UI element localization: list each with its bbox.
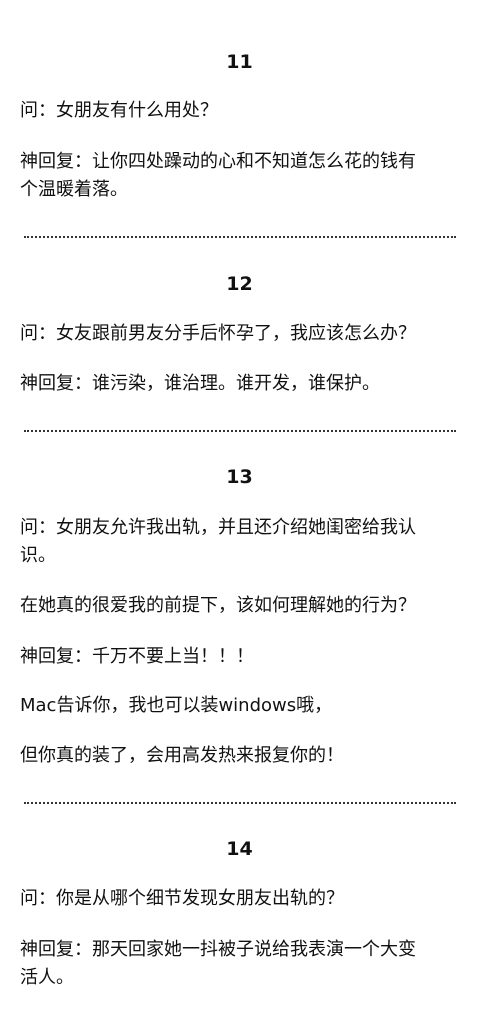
question-12: 问：女友跟前男友分手后怀孕了，我应该怎么办？ (20, 323, 416, 344)
answer-14-line-1: 神回复：那天回家她一抖被子说给我表演一个大变 (20, 939, 416, 960)
answer-14-line-2: 活人。 (20, 967, 74, 988)
answer-11-line-1: 神回复：让你四处躁动的心和不知道怎么花的钱有 (20, 151, 416, 172)
dotted-divider (24, 236, 456, 238)
question-13-line-3: 在她真的很爱我的前提下，该如何理解她的行为？ (20, 595, 416, 616)
answer-13-line-2: Mac告诉你，我也可以装windows哦， (20, 695, 333, 716)
question-11: 问：女朋友有什么用处？ (20, 100, 218, 121)
section-number-14: 14 (226, 838, 253, 860)
section-number-11: 11 (226, 51, 253, 73)
question-13-line-2: 识。 (20, 545, 56, 566)
dotted-divider (24, 802, 456, 804)
answer-13-line-1: 神回复：千万不要上当！！！ (20, 646, 254, 667)
answer-12: 神回复：谁污染，谁治理。谁开发，谁保护。 (20, 373, 380, 394)
answer-13-line-3: 但你真的装了，会用高发热来报复你的！ (20, 745, 344, 766)
question-14: 问：你是从哪个细节发现女朋友出轨的？ (20, 888, 344, 909)
question-13-line-1: 问：女朋友允许我出轨，并且还介绍她闺密给我认 (20, 517, 416, 538)
section-number-13: 13 (226, 466, 253, 488)
dotted-divider (24, 430, 456, 432)
answer-11-line-2: 个温暖着落。 (20, 179, 128, 200)
section-number-12: 12 (226, 273, 253, 295)
